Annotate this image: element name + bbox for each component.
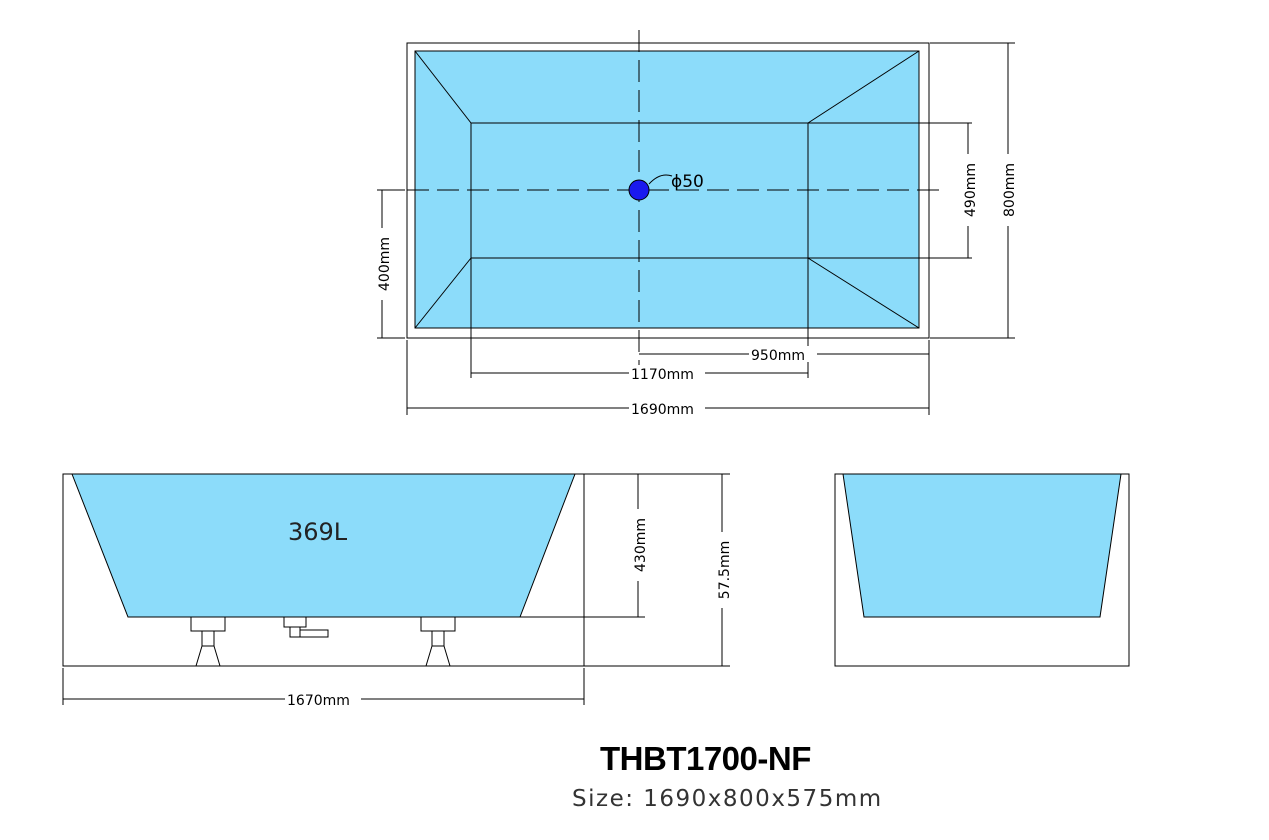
foot-left <box>190 616 226 667</box>
model-title: THBT1700-NF <box>600 740 811 777</box>
dim-inner-width: 1170mm <box>631 367 694 383</box>
dim-total-height: 57.5mm <box>717 541 733 599</box>
volume-label: 369L <box>288 518 348 546</box>
end-view-basin <box>842 473 1122 618</box>
top-view <box>377 30 1015 415</box>
dim-side-length: 1670mm <box>287 693 350 709</box>
drain-diameter-label: ϕ50 <box>671 172 704 192</box>
dim-inner-height: 430mm <box>633 518 649 572</box>
dim-drain-depth: 400mm <box>377 237 393 291</box>
dim-total-depth: 800mm <box>1002 163 1018 217</box>
dim-drain-offset: 950mm <box>751 348 805 364</box>
size-spec: Size: 1690x800x575mm <box>572 786 883 812</box>
foot-right <box>420 616 456 667</box>
dim-total-width: 1690mm <box>631 402 694 418</box>
drain-pipe <box>283 616 329 638</box>
drain-icon <box>628 179 650 201</box>
side-view <box>62 473 730 705</box>
dim-inner-depth: 490mm <box>963 163 979 217</box>
end-view <box>834 473 1130 667</box>
